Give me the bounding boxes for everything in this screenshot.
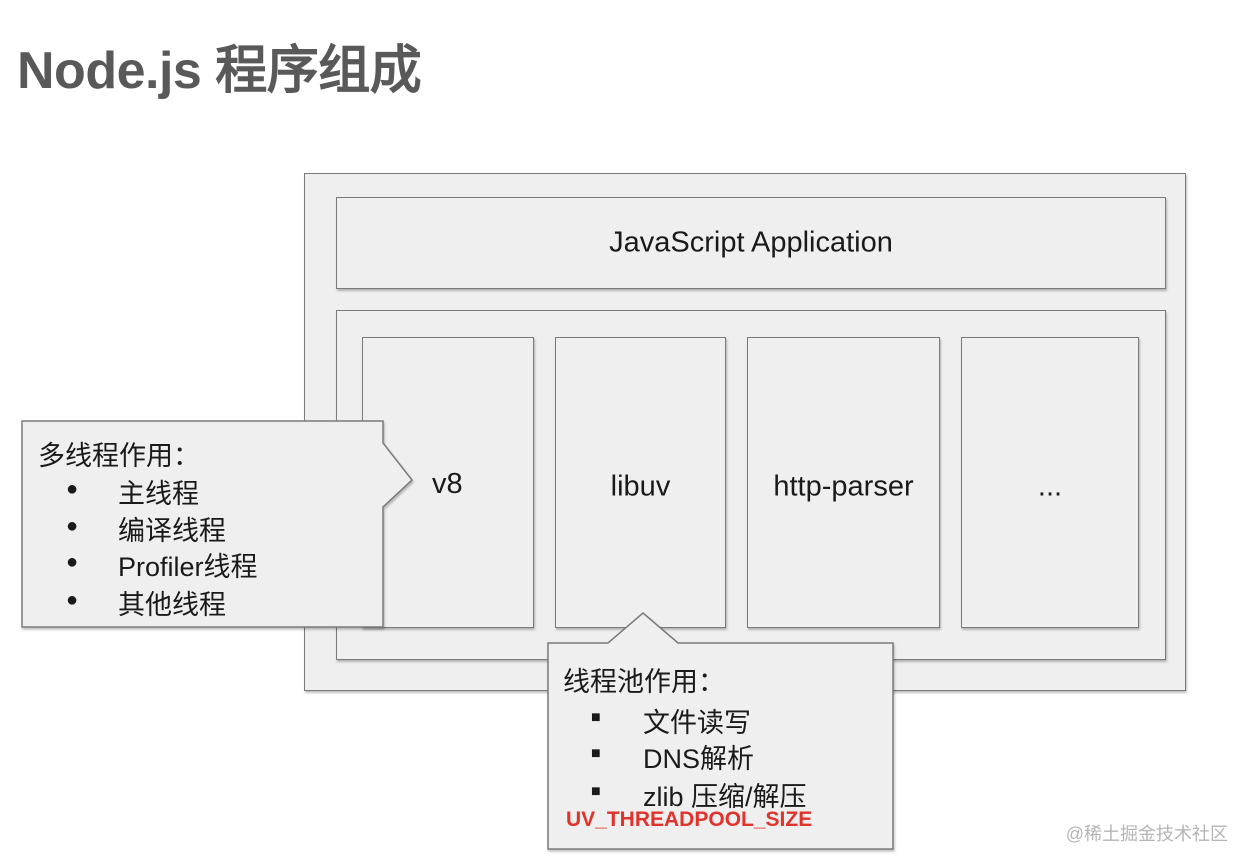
- bullet-square-icon: ■: [591, 745, 601, 762]
- page-title: Node.js 程序组成: [17, 42, 422, 100]
- component-label-libuv: libuv: [610, 470, 671, 503]
- javascript-application-label: JavaScript Application: [609, 226, 893, 259]
- bullet-dot-icon: ●: [66, 589, 79, 611]
- multithread-item-label: 其他线程: [118, 590, 226, 620]
- bullet-dot-icon: ●: [66, 551, 79, 573]
- threadpool-item-label: zlib 压缩/解压: [643, 782, 807, 812]
- bullet-square-icon: ■: [591, 709, 601, 726]
- threadpool-env-var: UV_THREADPOOL_SIZE: [566, 808, 813, 831]
- multithread-item-label: Profiler线程: [118, 552, 258, 582]
- component-label-more: ...: [1037, 470, 1063, 503]
- multithread-callout-shape: [21, 420, 414, 628]
- threadpool-callout-shape: [547, 612, 894, 850]
- threadpool-item-label: DNS解析: [643, 744, 755, 774]
- javascript-application-box: JavaScript Application: [336, 197, 1166, 289]
- watermark: @稀土掘金技术社区: [1065, 824, 1228, 844]
- component-box-http-parser: http-parser: [747, 337, 940, 628]
- threadpool-heading: 线程池作用：: [563, 667, 725, 697]
- multithread-heading: 多线程作用：: [38, 441, 200, 471]
- component-label-v8-overlay: v8: [432, 468, 463, 500]
- bullet-dot-icon: ●: [66, 515, 79, 537]
- component-label-http-parser: http-parser: [773, 470, 914, 503]
- component-box-libuv: libuv: [555, 337, 726, 628]
- bullet-square-icon: ■: [591, 783, 601, 800]
- component-box-more: ...: [961, 337, 1139, 628]
- multithread-item-label: 编译线程: [118, 516, 226, 546]
- multithread-item-label: 主线程: [118, 479, 199, 509]
- threadpool-item-label: 文件读写: [643, 708, 751, 738]
- bullet-dot-icon: ●: [66, 478, 79, 500]
